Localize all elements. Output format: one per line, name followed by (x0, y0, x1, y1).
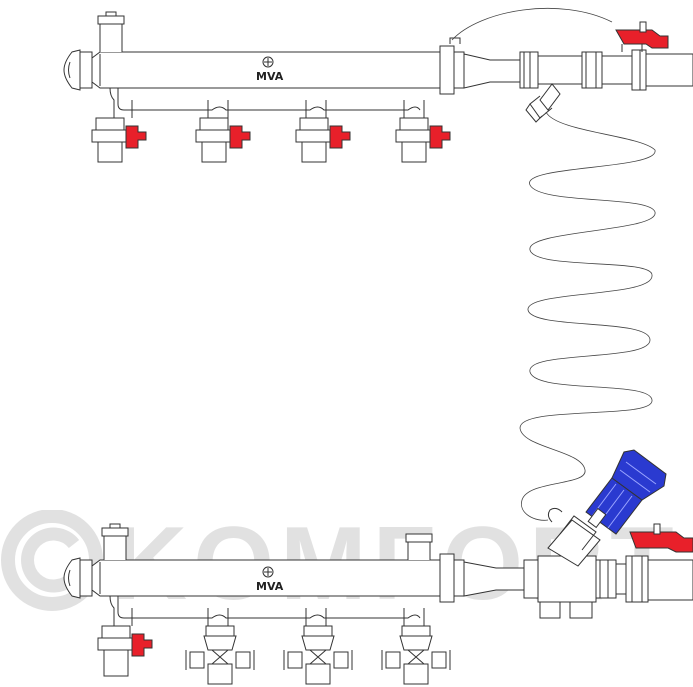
capillary-tube (451, 7, 656, 521)
top-main-valve-handle-icon (615, 29, 669, 49)
watermark-copyright-icon (1, 510, 103, 611)
bottom-angle-valve-2 (185, 625, 255, 685)
top-inlet-assembly (463, 21, 693, 123)
top-valve-2 (195, 117, 251, 163)
bottom-angle-valve-3 (283, 625, 353, 685)
top-outlet-necks (109, 87, 425, 118)
top-strainer (529, 83, 561, 119)
bottom-main-valve-handle-icon (629, 531, 693, 553)
bottom-inlet-assembly (463, 449, 693, 619)
top-valve-1 (91, 117, 147, 163)
svg-text:MVA: MVA (256, 70, 284, 83)
bottom-outlet-valves (97, 625, 451, 685)
bottom-angle-valve-4 (381, 625, 451, 685)
top-valve-3 (295, 117, 351, 163)
bottom-valve-1 (97, 625, 153, 677)
top-manifold: MVA (63, 11, 465, 118)
balancing-valve-handwheel-icon (585, 449, 667, 535)
bottom-brand-logo: MVA (256, 566, 284, 593)
top-outlet-valves (91, 117, 451, 163)
top-valve-4 (395, 117, 451, 163)
top-brand-logo: MVA (256, 56, 284, 83)
svg-text:MVA: MVA (256, 580, 284, 593)
bottom-manifold: MVA (63, 523, 465, 626)
